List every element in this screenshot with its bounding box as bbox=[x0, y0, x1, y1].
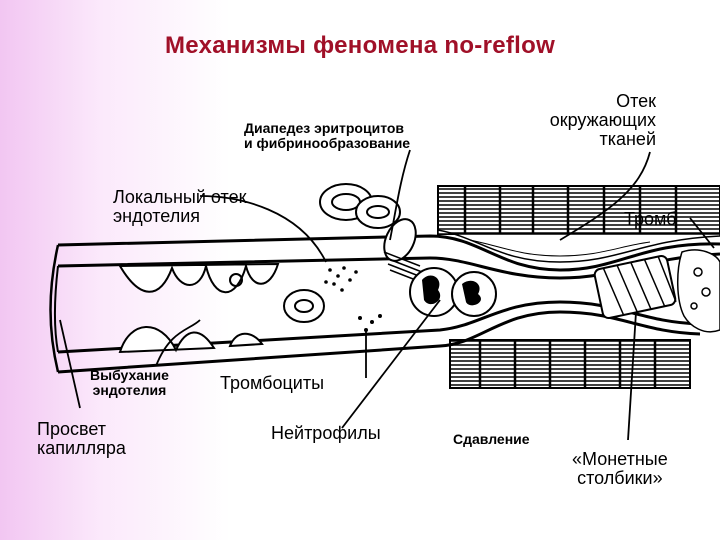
upper-muscle-tissue bbox=[437, 185, 720, 263]
erythrocytes bbox=[283, 183, 417, 323]
label-capillary-lumen-line2: капилляра bbox=[37, 437, 126, 458]
label-neutrophils: Нейтрофилы bbox=[271, 423, 381, 443]
pointer-lines bbox=[59, 149, 715, 441]
label-tissue-edema-line2: окружающих bbox=[549, 109, 656, 130]
label-tissue-edema-line3: тканей bbox=[599, 128, 656, 149]
label-endothelial-swelling: Выбухание эндотелия bbox=[90, 368, 169, 397]
endothelial-swelling bbox=[118, 262, 280, 354]
label-tissue-edema: Отек окружающих тканей bbox=[506, 92, 656, 149]
label-diapedesis-line1: Диапедез эритроцитов bbox=[244, 120, 405, 136]
label-capillary-lumen-line1: Просвет bbox=[37, 419, 106, 439]
label-diapedesis-line2: и фибринообразование bbox=[244, 134, 411, 151]
page-title: Механизмы феномена no-reflow bbox=[164, 32, 556, 59]
label-platelets: Тромбоциты bbox=[220, 373, 325, 393]
label-thrombus: Тромб bbox=[624, 209, 677, 229]
label-rouleaux-line2: столбики» bbox=[577, 467, 663, 488]
label-capillary-lumen: Просвет капилляра bbox=[37, 420, 126, 458]
platelets bbox=[324, 266, 382, 332]
label-endothelial-swelling-line2: эндотелия bbox=[92, 381, 167, 398]
label-local-edema-line1: Локальный отек bbox=[113, 187, 247, 207]
thrombus-mass bbox=[676, 249, 720, 333]
label-diapedesis: Диапедез эритроцитов и фибринообразовани… bbox=[244, 121, 410, 150]
label-local-edema: Локальный отек эндотелия bbox=[113, 188, 246, 226]
label-tissue-edema-line1: Отек bbox=[616, 91, 656, 111]
label-local-edema-line2: эндотелия bbox=[113, 205, 201, 226]
label-endothelial-swelling-line1: Выбухание bbox=[90, 367, 169, 383]
label-rouleaux: «Монетные столбики» bbox=[572, 450, 668, 488]
neutrophils bbox=[409, 267, 497, 317]
label-compression: Сдавление bbox=[453, 431, 530, 447]
label-rouleaux-line1: «Монетные bbox=[572, 449, 668, 469]
rouleaux bbox=[593, 254, 677, 320]
lower-muscle-tissue bbox=[449, 339, 691, 389]
